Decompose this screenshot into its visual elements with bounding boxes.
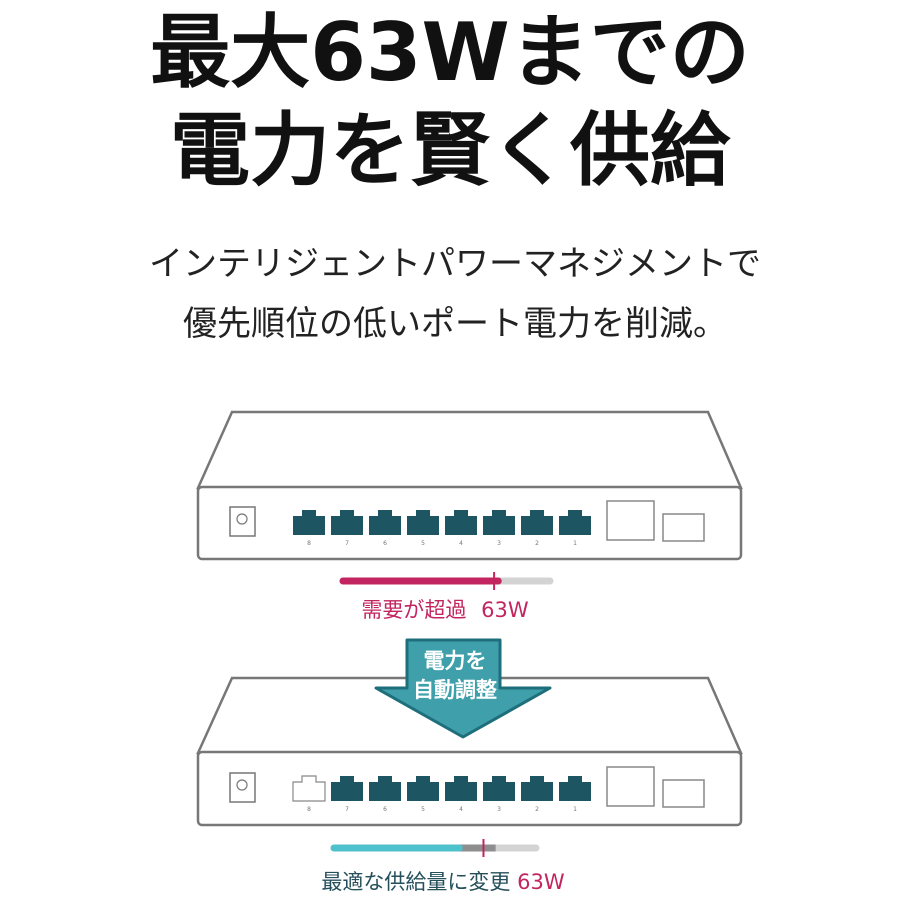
switch-top (196, 410, 743, 490)
port-label: 8 (307, 806, 311, 813)
caption-before-text: 需要が超過 (361, 598, 466, 622)
ethernet-port-icon (559, 776, 591, 801)
ethernet-port-icon (407, 776, 439, 801)
port-label: 6 (383, 540, 387, 547)
power-jack-icon (229, 506, 256, 537)
arrow-line2: 自動調整 (413, 678, 497, 702)
ethernet-port-icon (293, 510, 325, 535)
ethernet-port-icon (331, 510, 363, 535)
ethernet-port-icon (407, 510, 439, 535)
port-label: 5 (421, 540, 425, 547)
ethernet-port-icon (292, 775, 326, 802)
ethernet-port-icon (521, 510, 553, 535)
port-label: 7 (345, 540, 349, 547)
power-bar-before (339, 572, 554, 590)
subtitle-line2: 優先順位の低いポート電力を削減。 (183, 304, 727, 344)
port-label: 4 (459, 806, 463, 813)
sfp-slot (606, 766, 655, 807)
ethernet-port-icon (445, 776, 477, 801)
subtitle-line1: インテリジェントパワーマネジメントで (149, 244, 761, 284)
ethernet-port-icon (331, 776, 363, 801)
port-label: 3 (497, 540, 501, 547)
port-label: 1 (573, 806, 577, 813)
ethernet-port-icon (369, 776, 401, 801)
caption-before: 需要が超過 63W (361, 598, 528, 622)
port-label: 8 (307, 540, 311, 547)
ethernet-port-icon (521, 776, 553, 801)
port-label: 1 (573, 540, 577, 547)
port-label: 4 (459, 540, 463, 547)
headline-line1: 最大63Wまでの (150, 6, 750, 99)
power-jack-icon (229, 772, 256, 803)
arrow-line1: 電力を (424, 649, 487, 673)
switch-before: 8 7 6 5 4 3 2 1 (196, 410, 743, 561)
port-label: 7 (345, 806, 349, 813)
headline-line2: 電力を賢く供給 (170, 104, 731, 197)
caption-after-value: 63W (517, 870, 565, 894)
ethernet-port-icon (445, 510, 477, 535)
ethernet-port-icon (483, 776, 515, 801)
ethernet-port-icon (483, 510, 515, 535)
port-label: 6 (383, 806, 387, 813)
down-arrow-icon: 電力を 自動調整 (374, 638, 552, 739)
caption-after: 最適な供給量に変更 63W (321, 870, 564, 894)
console-port (662, 513, 705, 542)
port-label: 2 (535, 540, 539, 547)
port-label: 3 (497, 806, 501, 813)
ethernet-port-icon (369, 510, 401, 535)
power-bar-after (330, 839, 540, 857)
port-label: 2 (535, 806, 539, 813)
switch-after: 8 7 6 5 4 3 2 1 (196, 676, 743, 827)
console-port (662, 779, 705, 808)
caption-after-text: 最適な供給量に変更 (321, 870, 510, 894)
ethernet-port-icon (559, 510, 591, 535)
caption-before-value: 63W (481, 598, 529, 622)
port-label: 5 (421, 806, 425, 813)
sfp-slot (606, 500, 655, 541)
